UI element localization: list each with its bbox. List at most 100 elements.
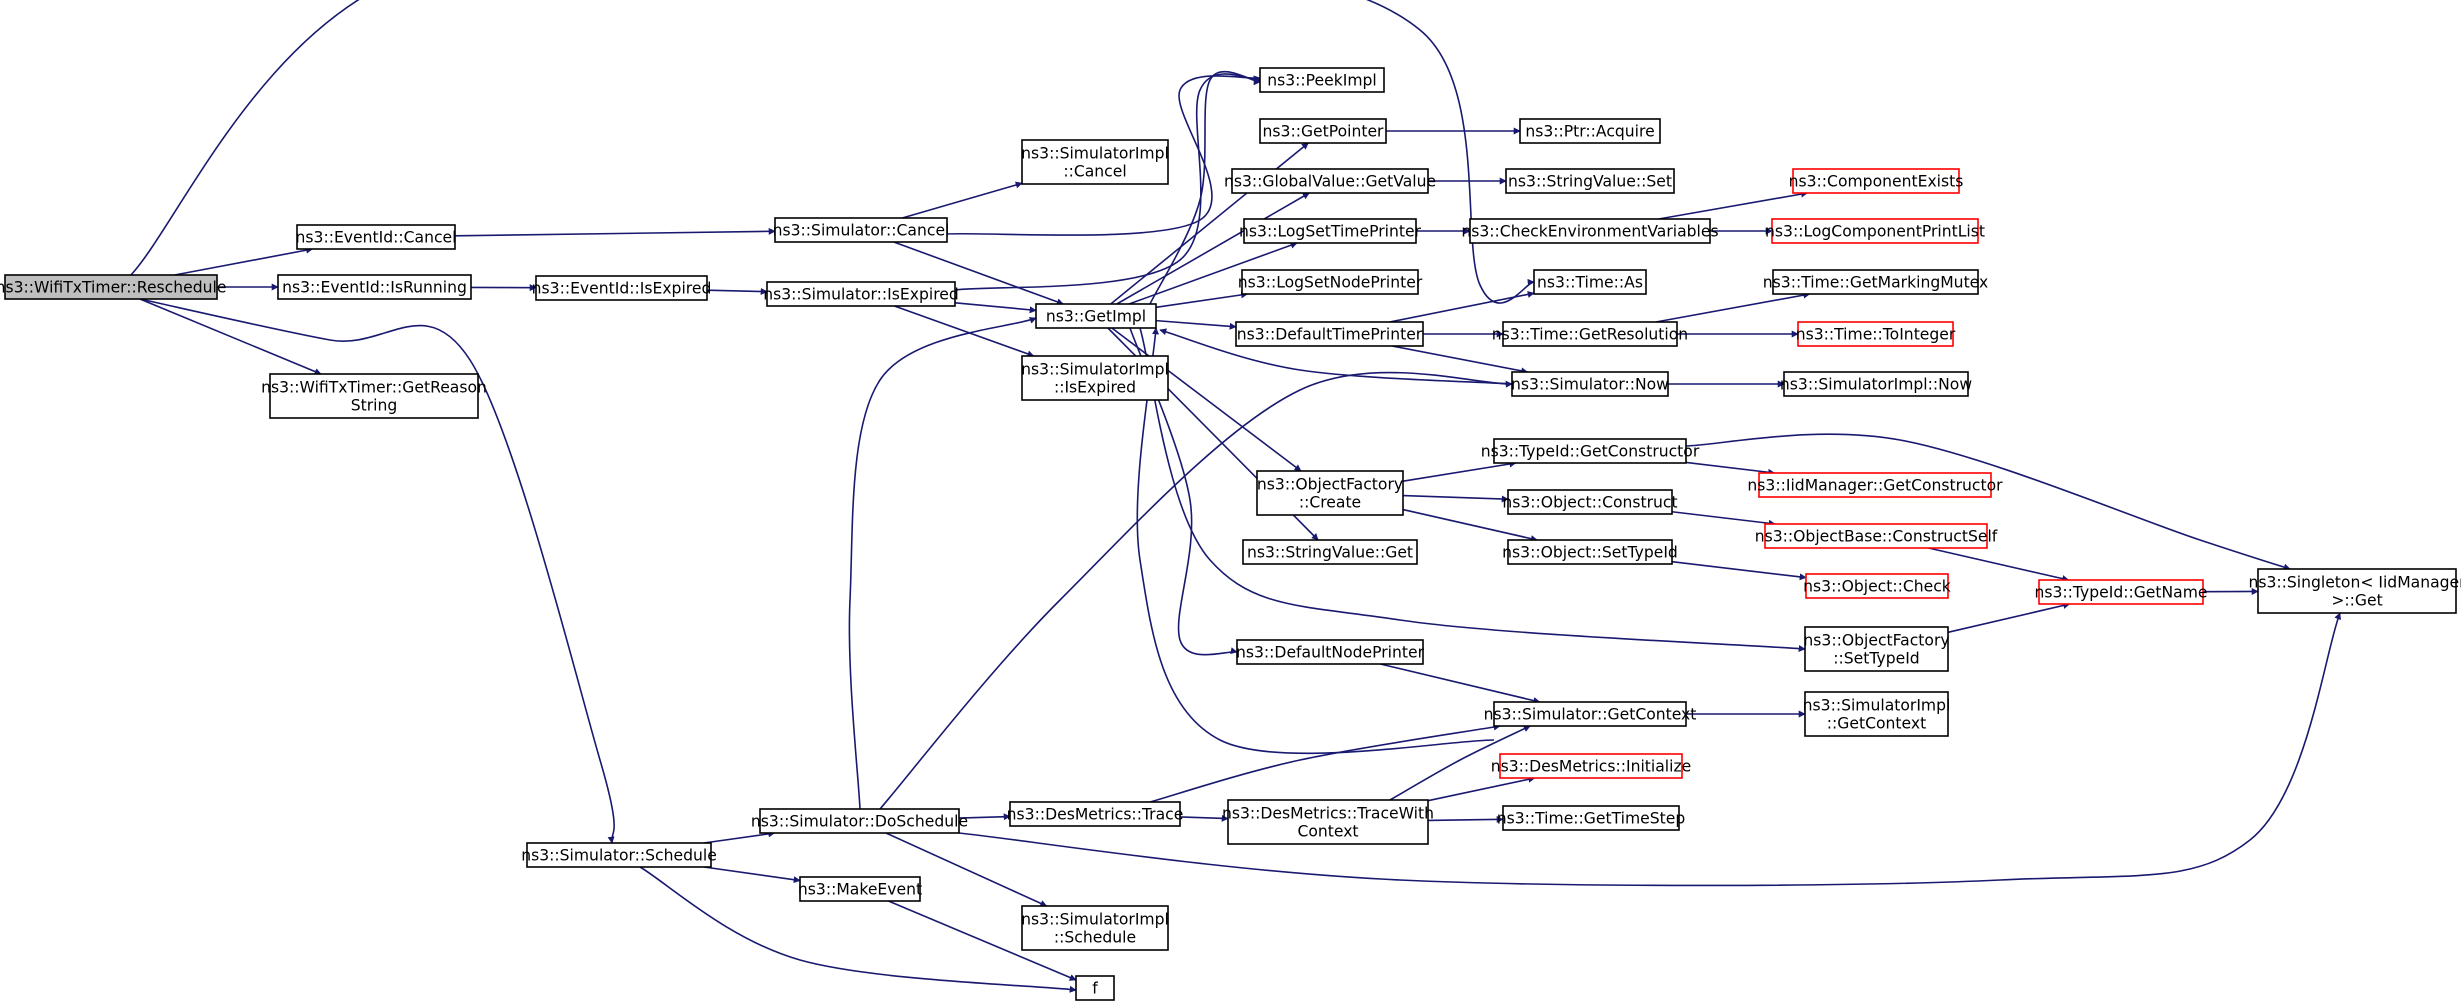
edge-simulator_schedule-to-f	[639, 866, 1077, 993]
node-typeid_getconstructor[interactable]: ns3::TypeId::GetConstructor	[1481, 438, 1700, 464]
edge-simulator_isexpired-to-getimpl	[954, 302, 1037, 314]
edge-simulator_getcontext-to-getimpl	[1136, 327, 1495, 755]
node-time_as[interactable]: ns3::Time::As	[1533, 269, 1647, 295]
edge-objectbase_constructself-to-typeid_getname	[1928, 547, 2070, 583]
node-checkenvironmentvariables[interactable]: ns3::CheckEnvironmentVariables	[1461, 218, 1719, 244]
node-box	[1533, 269, 1647, 295]
node-stringvalue_get[interactable]: ns3::StringValue::Get	[1242, 539, 1418, 565]
edge-typeid_getconstructor-to-iidmanager_getconstructor	[1685, 461, 1776, 476]
edge-getimpl-to-peekimpl	[1149, 70, 1261, 305]
node-getimpl[interactable]: ns3::GetImpl	[1035, 303, 1157, 329]
node-simulator_cancel[interactable]: ns3::Simulator::Cancel	[773, 217, 950, 243]
node-label: ::Cancel	[1063, 163, 1126, 181]
node-simulator_doschedule[interactable]: ns3::Simulator::DoSchedule	[751, 808, 968, 834]
node-iidmanager_getconstructor[interactable]: ns3::IidManager::GetConstructor	[1747, 472, 2003, 498]
node-simimpl_cancel[interactable]: ns3::SimulatorImpl::Cancel	[1021, 139, 1169, 185]
node-simulator_isexpired[interactable]: ns3::Simulator::IsExpired	[763, 281, 959, 307]
node-eventid_isrunning[interactable]: ns3::EventId::IsRunning	[277, 274, 472, 300]
edge-simulator_schedule-to-simulator_doschedule	[703, 830, 776, 844]
node-box	[774, 217, 948, 243]
node-label: ns3::TypeId::GetName	[2034, 584, 2207, 602]
node-label: ns3::DefaultTimePrinter	[1237, 326, 1423, 344]
node-simimpl_getcontext[interactable]: ns3::SimulatorImpl::GetContext	[1803, 691, 1951, 737]
node-f[interactable]: f	[1075, 975, 1115, 1001]
node-objectbase_constructself[interactable]: ns3::ObjectBase::ConstructSelf	[1755, 523, 1998, 549]
node-label: ns3::SimulatorImpl	[1021, 145, 1169, 163]
node-desmetrics_initialize[interactable]: ns3::DesMetrics::Initialize	[1491, 753, 1692, 779]
edge-getimpl-to-logsettimeprinter	[1128, 241, 1298, 305]
node-peekimpl[interactable]: ns3::PeekImpl	[1259, 67, 1385, 93]
edge-getimpl-to-logsetnodeprinter	[1155, 291, 1249, 309]
edge-objectfactory_create-to-typeid_getconstructor	[1402, 460, 1517, 482]
node-simulator_getcontext[interactable]: ns3::Simulator::GetContext	[1484, 701, 1697, 727]
edge-getimpl-to-defaulttimeprinter	[1155, 319, 1237, 330]
node-stringvalue_set[interactable]: ns3::StringValue::Set	[1505, 168, 1675, 194]
node-desmetrics_trace[interactable]: ns3::DesMetrics::Trace	[1007, 801, 1184, 827]
node-label: ns3::WifiTxTimer::GetReason	[261, 379, 487, 397]
node-logsettimeprinter[interactable]: ns3::LogSetTimePrinter	[1239, 218, 1422, 244]
node-logcomponentprintlist[interactable]: ns3::LogComponentPrintList	[1765, 218, 1985, 244]
edge-objectfactory_create-to-object_settypeid	[1402, 508, 1538, 543]
node-componentexists[interactable]: ns3::ComponentExists	[1789, 168, 1964, 194]
node-label: ns3::Singleton< IidManager	[2248, 574, 2461, 592]
node-defaultnodeprinter[interactable]: ns3::DefaultNodePrinter	[1236, 639, 1425, 665]
edge-simulator_cancel-to-simimpl_cancel	[902, 181, 1023, 219]
node-reschedule[interactable]: ns3::WifiTxTimer::Reschedule	[0, 274, 226, 300]
node-time_getmarkingmutex[interactable]: ns3::Time::GetMarkingMutex	[1763, 269, 1988, 295]
edge-object_settypeid-to-object_check	[1671, 560, 1807, 581]
node-simulator_schedule[interactable]: ns3::Simulator::Schedule	[521, 842, 717, 868]
node-simulator_now[interactable]: ns3::Simulator::Now	[1511, 371, 1669, 397]
node-ptr_acquire[interactable]: ns3::Ptr::Acquire	[1519, 118, 1661, 144]
node-globalvalue_getvalue[interactable]: ns3::GlobalValue::GetValue	[1224, 168, 1436, 194]
node-time_gettimestep[interactable]: ns3::Time::GetTimeStep	[1497, 805, 1686, 831]
edge-eventid_isexpired-to-simulator_isexpired	[706, 287, 768, 295]
node-box	[1502, 321, 1678, 347]
node-logsetnodeprinter[interactable]: ns3::LogSetNodePrinter	[1238, 269, 1423, 295]
node-box	[1804, 691, 1949, 737]
node-simimpl_schedule[interactable]: ns3::SimulatorImpl::Schedule	[1021, 905, 1169, 951]
function-nodes: ns3::WifiTxTimer::Reschedule ns3::EventId…	[0, 67, 2461, 1001]
node-defaulttimeprinter[interactable]: ns3::DefaultTimePrinter	[1235, 321, 1424, 347]
node-label: ns3::LogComponentPrintList	[1765, 223, 1985, 241]
node-eventid_isexpired[interactable]: ns3::EventId::IsExpired	[532, 275, 712, 301]
node-objectfactory_create[interactable]: ns3::ObjectFactory::Create	[1256, 470, 1404, 516]
node-eventid_cancel[interactable]: ns3::EventId::Cancel	[296, 224, 457, 250]
edge-reschedule-to-eventid_cancel	[174, 246, 314, 276]
edge-typeid_getconstructor-to-singleton_get	[1685, 433, 2291, 571]
node-simimpl_isexpired[interactable]: ns3::SimulatorImpl::IsExpired	[1021, 355, 1169, 401]
node-label: ns3::EventId::IsExpired	[532, 280, 712, 298]
node-label: ns3::ComponentExists	[1789, 173, 1964, 191]
node-time_getresolution[interactable]: ns3::Time::GetResolution	[1492, 321, 1688, 347]
edge-simulator_isexpired-to-peekimpl	[954, 73, 1261, 291]
edge-simulator_doschedule-to-singleton_get	[958, 612, 2341, 887]
node-makeevent[interactable]: ns3::MakeEvent	[798, 876, 922, 902]
node-getpointer[interactable]: ns3::GetPointer	[1259, 118, 1387, 144]
node-box	[1493, 438, 1687, 464]
node-singleton_get[interactable]: ns3::Singleton< IidManager>::Get	[2248, 568, 2461, 614]
edge-simulator_doschedule-to-simulator_now	[879, 371, 1513, 810]
node-label: ::Create	[1299, 494, 1361, 512]
node-box	[1231, 168, 1429, 194]
node-box	[2257, 568, 2457, 614]
node-typeid_getname[interactable]: ns3::TypeId::GetName	[2034, 579, 2208, 605]
node-time_tointeger[interactable]: ns3::Time::ToInteger	[1796, 321, 1956, 347]
node-simimpl_now[interactable]: ns3::SimulatorImpl::Now	[1780, 371, 1972, 397]
node-label: ::Schedule	[1054, 929, 1136, 947]
node-object_check[interactable]: ns3::Object::Check	[1803, 573, 1951, 599]
node-box	[1507, 539, 1673, 565]
edge-simulator_schedule-to-makeevent	[703, 866, 801, 884]
node-object_settypeid[interactable]: ns3::Object::SetTypeId	[1502, 539, 1678, 565]
node-label: ns3::DesMetrics::TraceWith	[1222, 805, 1434, 823]
node-object_construct[interactable]: ns3::Object::Construct	[1502, 489, 1678, 515]
edge-simulator_cancel-to-getimpl	[893, 241, 1064, 306]
node-label: ns3::Time::GetTimeStep	[1497, 810, 1686, 828]
edge-eventid_cancel-to-simulator_cancel	[454, 227, 776, 237]
node-box	[1243, 218, 1417, 244]
edge-desmetrics_trace-to-simulator_getcontext	[1149, 723, 1501, 803]
node-label: ns3::Object::SetTypeId	[1502, 544, 1678, 562]
node-objectfactory_settypeid[interactable]: ns3::ObjectFactory::SetTypeId	[1803, 626, 1950, 672]
node-label: ns3::Simulator::IsExpired	[763, 286, 959, 304]
edge-simulator_isexpired-to-simimpl_isexpired	[894, 305, 1035, 358]
